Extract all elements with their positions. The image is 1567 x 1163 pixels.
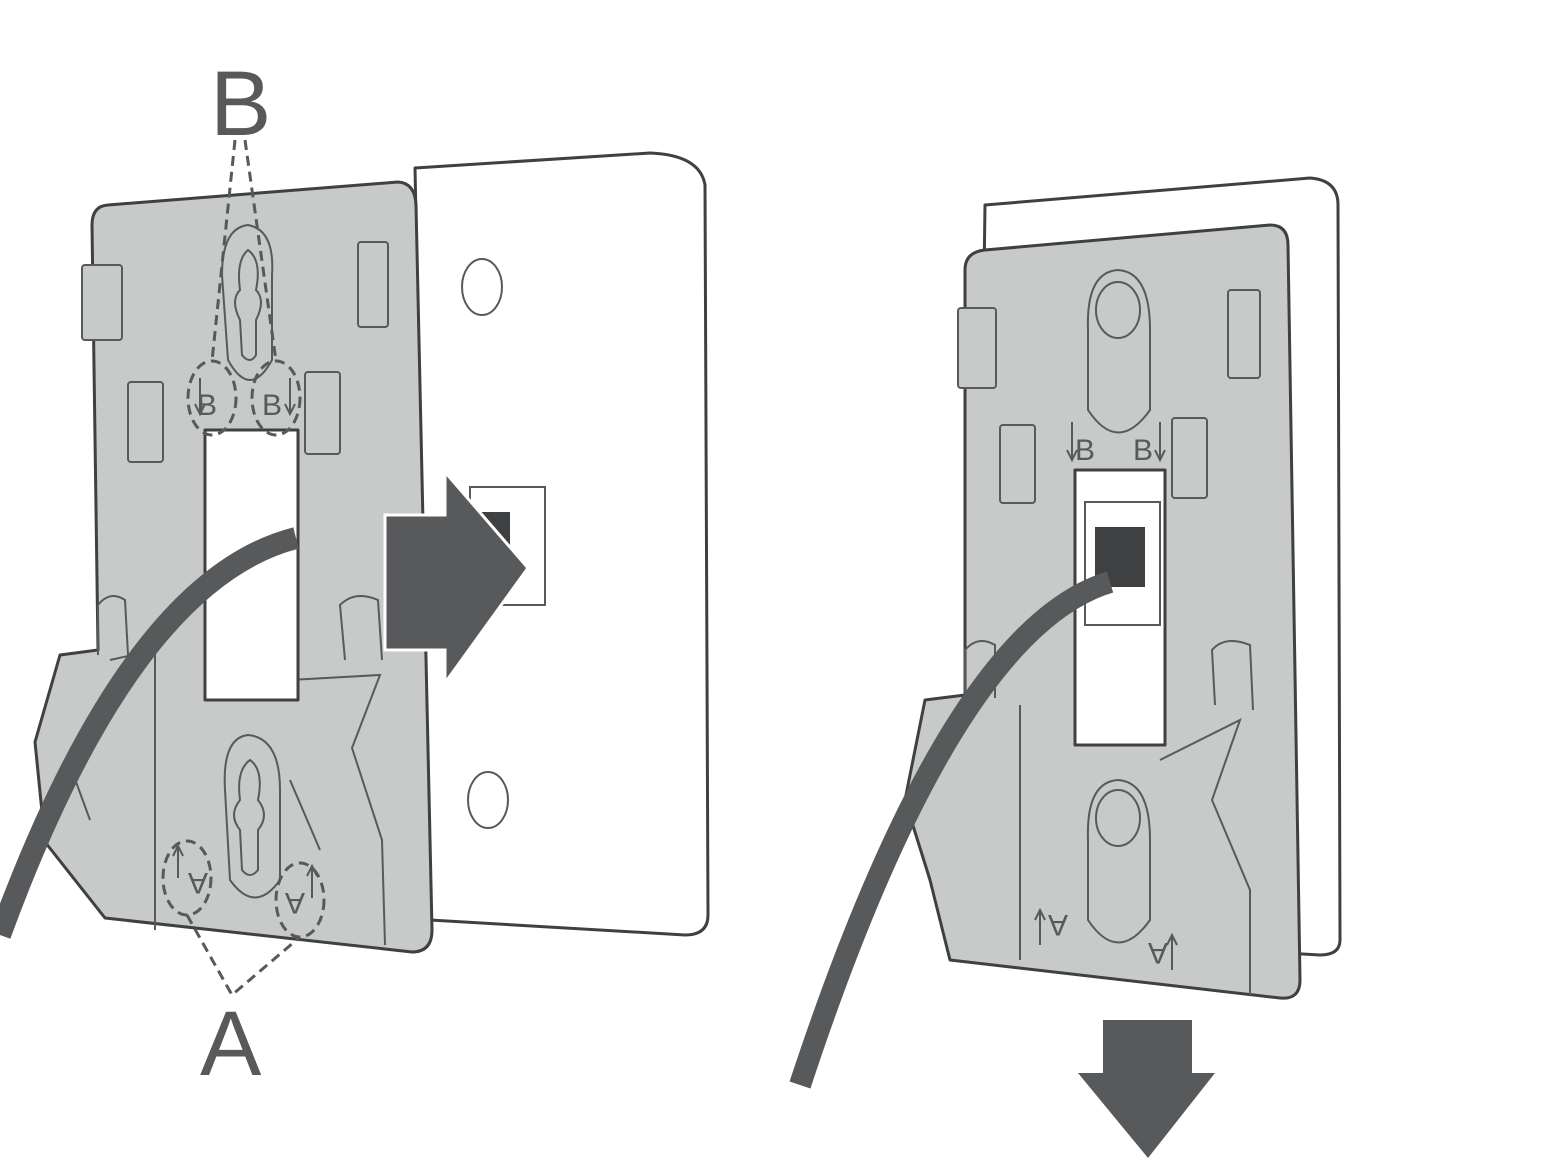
bracket-clips-left <box>44 241 389 946</box>
arrow-down-icon <box>1078 1020 1215 1158</box>
keyhole-bottom-right <box>1086 778 1151 944</box>
marking-a-left: A <box>1048 908 1068 941</box>
marking-a-left: A <box>188 866 208 899</box>
arrow-right-icon <box>383 467 530 688</box>
marking-b-right: B <box>1133 434 1153 467</box>
callout-a-leaders <box>161 839 326 998</box>
marking-b-right: B <box>262 389 282 422</box>
keyhole-top-right <box>1086 268 1151 434</box>
keyhole-top-left <box>220 223 274 381</box>
wall-plate-hole-bottom <box>467 771 509 829</box>
bracket-window-right <box>1073 468 1167 747</box>
callout-b-leaders <box>186 139 302 437</box>
wall-plate-hole-top <box>461 258 503 316</box>
marking-a-right: A <box>285 886 305 919</box>
phone-cable-left <box>0 527 299 939</box>
screw-head-top <box>1095 281 1141 339</box>
bracket-clips-right <box>957 289 1261 995</box>
phone-jack-right <box>1084 501 1161 626</box>
marking-b-left: B <box>1075 434 1095 467</box>
callout-label-a: A <box>200 993 262 1095</box>
left-step: B B A A B A <box>0 53 710 1095</box>
screw-head-bottom <box>1095 789 1141 847</box>
callout-label-b: B <box>210 53 271 155</box>
keyhole-bottom-left <box>223 733 281 899</box>
right-step: B B A A <box>789 176 1342 1158</box>
wall-plate-left <box>413 151 710 937</box>
marking-a-right: A <box>1148 936 1168 969</box>
marking-b-left: B <box>197 389 217 422</box>
phone-cable-right <box>789 571 1114 1089</box>
